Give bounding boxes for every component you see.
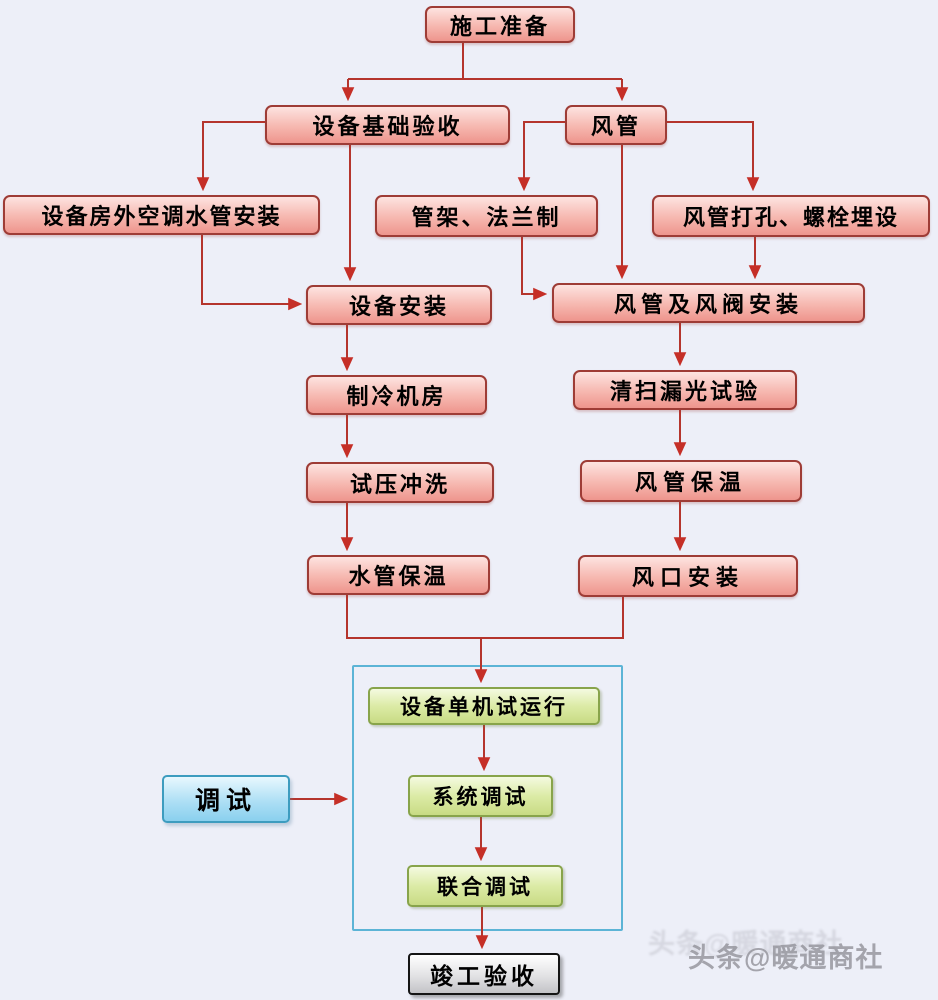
node-outdoor-ac-water-pipe-install: 设备房外空调水管安装 (3, 195, 320, 235)
node-single-unit-test-run: 设备单机试运行 (368, 687, 600, 725)
node-completion-acceptance: 竣工验收 (408, 953, 560, 995)
node-equipment-foundation-acceptance: 设备基础验收 (265, 105, 510, 145)
node-duct-drilling-bolt-embedding: 风管打孔、螺栓埋设 (652, 195, 930, 237)
node-commissioning: 调试 (162, 775, 290, 823)
node-pipe-rack-flange-making: 管架、法兰制 (375, 195, 598, 237)
node-equipment-install: 设备安装 (306, 285, 492, 325)
watermark-text: 头条@暖通商社 (688, 943, 884, 973)
debug-group-frame (352, 665, 623, 931)
node-cleaning-light-leak-test: 清扫漏光试验 (573, 370, 797, 410)
node-construction-prep: 施工准备 (425, 6, 575, 43)
node-pressure-test-flush: 试压冲洗 (306, 462, 494, 503)
node-air-outlet-install: 风口安装 (578, 555, 798, 597)
node-refrigeration-room: 制冷机房 (306, 375, 487, 415)
node-joint-commissioning: 联合调试 (407, 865, 563, 907)
node-air-duct: 风管 (565, 105, 667, 145)
node-duct-insulation: 风管保温 (580, 460, 802, 502)
node-duct-and-valve-install: 风管及风阀安装 (552, 283, 865, 323)
node-water-pipe-insulation: 水管保温 (307, 555, 490, 595)
node-system-commissioning: 系统调试 (408, 775, 553, 817)
